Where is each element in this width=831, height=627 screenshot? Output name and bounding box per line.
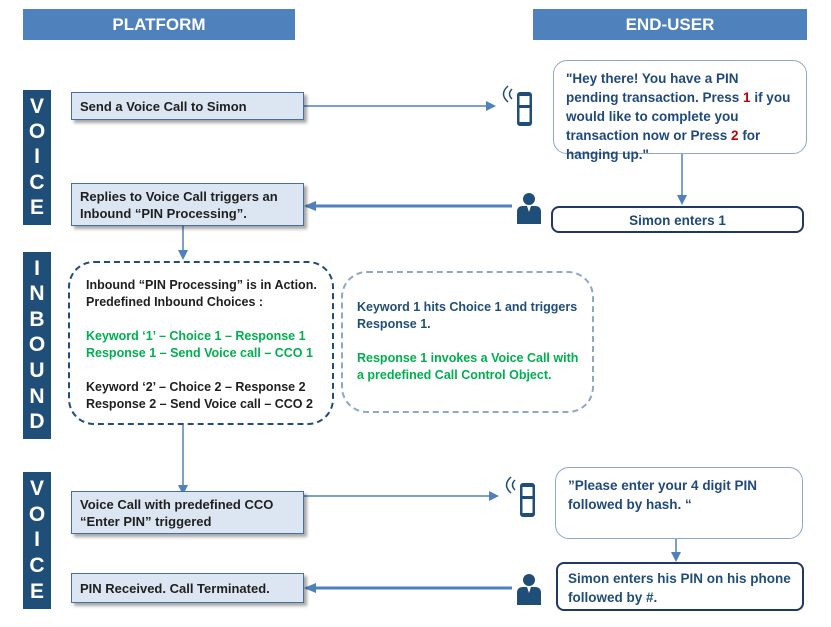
replies-text-line1: Replies to Voice Call triggers an xyxy=(80,188,278,204)
simon-enters-pin-box: Simon enters his PIN on his phone follow… xyxy=(556,562,804,611)
side-letter: O xyxy=(28,502,46,526)
pin-received-box: PIN Received. Call Terminated. xyxy=(71,573,304,603)
msg2-text: ”Please enter your 4 digit PIN followed … xyxy=(568,478,758,512)
side-letter: U xyxy=(29,359,45,383)
send-voice-call-box: Send a Voice Call to Simon xyxy=(71,92,304,120)
explain-line1: Keyword 1 hits Choice 1 and triggers xyxy=(357,300,578,314)
platform-header: PLATFORM xyxy=(23,9,295,40)
side-letter: I xyxy=(34,528,40,552)
inbound-processing-box: Inbound “PIN Processing” is in Action. P… xyxy=(68,261,334,425)
voice-cco-line1: Voice Call with predefined CCO xyxy=(80,496,274,512)
spacer xyxy=(86,311,320,328)
side-letter: C xyxy=(29,170,45,194)
side-bar-voice-2: V O I C E xyxy=(23,472,51,609)
end-user-header: END-USER xyxy=(533,9,807,40)
inbound-line1: Inbound “PIN Processing” is in Action. xyxy=(86,278,317,292)
phone-icon xyxy=(502,85,532,126)
side-bar-inbound: I N B O U N D xyxy=(23,252,51,439)
side-letter: O xyxy=(28,333,46,357)
platform-header-label: PLATFORM xyxy=(112,14,206,34)
choice2-line1: Keyword ‘2’ – Choice 2 – Response 2 xyxy=(86,380,306,394)
msg1-key1: 1 xyxy=(743,90,751,105)
voice-cco-line2: “Enter PIN” triggered xyxy=(80,513,212,529)
choice2-line2: Response 2 – Send Voice call – CCO 2 xyxy=(86,397,313,411)
spacer xyxy=(86,362,320,379)
side-letter: N xyxy=(29,384,45,408)
user-icon xyxy=(517,193,541,224)
side-letter: D xyxy=(29,410,45,434)
user-icon xyxy=(517,574,541,605)
simon-enters-pin-text: Simon enters his PIN on his phone follow… xyxy=(568,571,791,605)
voice-cco-box: Voice Call with predefined CCO “Enter PI… xyxy=(71,491,304,534)
voice-message-box-2: ”Please enter your 4 digit PIN followed … xyxy=(555,467,803,539)
simon-enters-1-box: Simon enters 1 xyxy=(551,206,804,233)
side-letter: B xyxy=(29,307,45,331)
choice1-line2: Response 1 – Send Voice call – CCO 1 xyxy=(86,346,313,360)
side-letter: E xyxy=(29,196,44,220)
msg1-key2: 2 xyxy=(731,128,739,143)
explain-line4: a predefined Call Control Object. xyxy=(357,368,552,382)
side-letter: V xyxy=(29,94,44,118)
explain-line3: Response 1 invokes a Voice Call with xyxy=(357,351,579,365)
inbound-line2: Predefined Inbound Choices : xyxy=(86,295,264,309)
side-letter: E xyxy=(29,580,44,604)
pin-received-text: PIN Received. Call Terminated. xyxy=(80,580,270,596)
choice1-line1: Keyword ‘1’ – Choice 1 – Response 1 xyxy=(86,329,306,343)
spacer xyxy=(357,333,580,350)
side-bar-voice-1: V O I C E xyxy=(23,90,51,225)
keyword-explanation-box: Keyword 1 hits Choice 1 and triggers Res… xyxy=(341,271,594,413)
phone-icon xyxy=(505,476,535,517)
msg1-part1: "Hey there! You have a PIN pending trans… xyxy=(566,71,744,105)
side-letter: C xyxy=(29,554,45,578)
end-user-header-label: END-USER xyxy=(625,14,715,34)
simon-enters-1-text: Simon enters 1 xyxy=(629,213,726,228)
side-letter: I xyxy=(34,145,40,169)
side-letter: I xyxy=(34,256,40,280)
side-letter: V xyxy=(29,476,44,500)
voice-message-box-1: "Hey there! You have a PIN pending trans… xyxy=(553,60,807,162)
replies-box: Replies to Voice Call triggers an Inboun… xyxy=(71,183,304,226)
replies-text-line2: Inbound “PIN Processing”. xyxy=(80,205,247,221)
side-letter: N xyxy=(29,282,45,306)
msg1-part3: for hanging up." xyxy=(566,128,761,162)
msg1-part2: if you would like to complete you transa… xyxy=(566,90,791,143)
send-voice-call-text: Send a Voice Call to Simon xyxy=(80,98,247,114)
side-letter: O xyxy=(28,120,46,144)
explain-line2: Response 1. xyxy=(357,317,431,331)
